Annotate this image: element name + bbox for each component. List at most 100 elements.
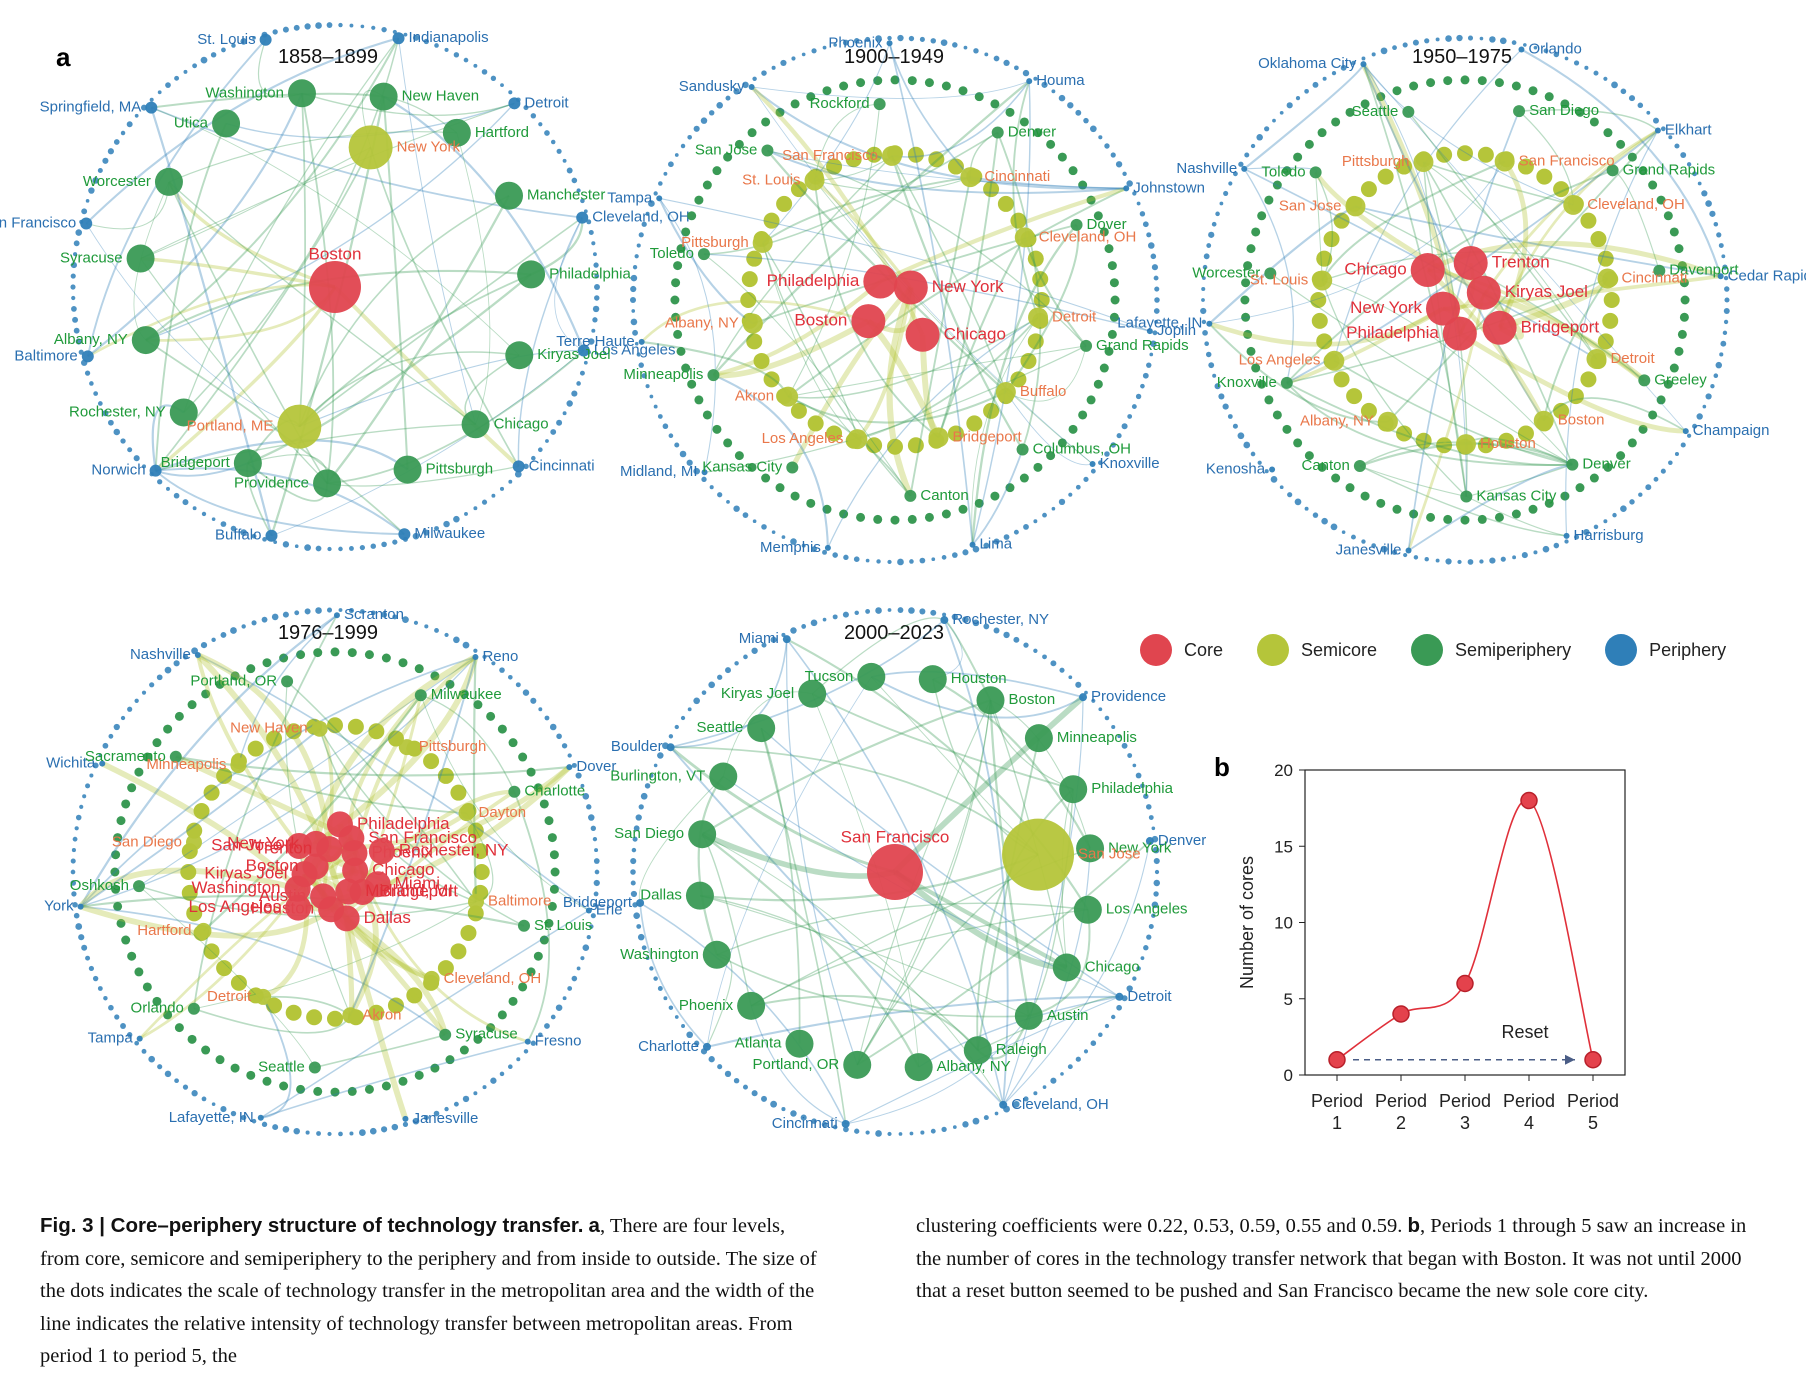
semicore-node xyxy=(185,834,202,851)
transfer-edge xyxy=(713,374,829,548)
semiperiphery-dot xyxy=(712,166,722,176)
city-label: San Francisco xyxy=(0,214,76,231)
transfer-edge xyxy=(1407,292,1486,551)
periphery-dot xyxy=(523,1049,529,1054)
semicore-dot xyxy=(887,438,903,455)
periphery-dot xyxy=(282,611,289,618)
periphery-dot xyxy=(919,608,926,615)
periphery-dot xyxy=(1211,221,1217,227)
city-label: Phoenix xyxy=(828,34,883,51)
semiperiphery-dot xyxy=(1241,312,1251,322)
semiperiphery-dot xyxy=(839,509,849,519)
periphery-dot xyxy=(1445,558,1452,565)
city-label: Midland, MI xyxy=(620,463,698,480)
semicore-dot xyxy=(1346,388,1363,405)
semiperiphery-dot xyxy=(1392,504,1402,514)
periphery-dot xyxy=(941,1126,947,1133)
semiperiphery-dot xyxy=(958,504,968,514)
semiperiphery-node xyxy=(126,244,155,273)
periphery-dot xyxy=(191,1090,198,1097)
periphery-dot xyxy=(631,847,637,853)
city-label: Reno xyxy=(482,648,518,665)
semiperiphery-dot xyxy=(1680,295,1690,305)
city-label: Miami xyxy=(395,874,440,893)
periphery-dot xyxy=(590,913,596,919)
transfer-edge xyxy=(760,727,801,1044)
city-label: Worcester xyxy=(1192,264,1260,281)
transfer-edge xyxy=(701,833,752,1006)
periphery-dot xyxy=(790,627,797,634)
periphery-dot xyxy=(752,76,757,81)
periphery-dot xyxy=(1098,135,1103,140)
periphery-dot xyxy=(931,557,936,562)
periphery-dot xyxy=(544,130,550,136)
transfer-edge xyxy=(787,104,881,397)
periphery-dot xyxy=(240,1114,247,1121)
periphery-dot xyxy=(127,447,133,453)
semiperiphery-dot xyxy=(398,658,408,668)
periphery-dot xyxy=(1202,329,1208,336)
periphery-dot xyxy=(463,57,469,63)
semiperiphery-node xyxy=(1638,374,1651,387)
periphery-dot xyxy=(781,1107,786,1112)
periphery-dot xyxy=(381,1126,388,1133)
periphery-dot xyxy=(571,390,578,397)
semiperiphery-dot xyxy=(1257,211,1267,221)
semicore-dot xyxy=(1517,158,1534,175)
transfer-edge xyxy=(1482,289,1647,383)
city-label: Midland, MI xyxy=(365,881,453,900)
periphery-dot xyxy=(1653,117,1659,124)
periphery-dot xyxy=(157,90,162,95)
data-point xyxy=(1328,1051,1346,1069)
transfer-edge xyxy=(175,755,467,815)
semiperiphery-node xyxy=(169,398,198,427)
periphery-dot xyxy=(887,35,892,41)
periphery-dot xyxy=(1201,319,1207,325)
periphery-dot xyxy=(843,1126,849,1133)
periphery-node xyxy=(81,350,94,363)
periphery-dot xyxy=(657,986,663,991)
semiperiphery-dot xyxy=(1603,128,1613,138)
periphery-dot xyxy=(1457,559,1462,565)
semiperiphery-dot xyxy=(873,76,883,86)
city-label: Denver xyxy=(1008,123,1056,140)
semicore-dot xyxy=(216,960,233,977)
periphery-dot xyxy=(338,22,343,28)
semiperiphery-dot xyxy=(113,833,123,843)
city-label: Johnstown xyxy=(1133,179,1205,196)
transfer-edge xyxy=(1005,224,1080,393)
periphery-dot xyxy=(482,1085,487,1090)
semiperiphery-dot xyxy=(723,152,733,162)
network-title-1: 1858–1899 xyxy=(277,46,379,68)
periphery-dot xyxy=(1003,59,1010,67)
transfer-edge xyxy=(193,1007,352,1034)
legend-label: Core xyxy=(1184,639,1224,660)
x-tick-label: 5 xyxy=(1588,1113,1598,1133)
semiperiphery-dot xyxy=(1107,329,1117,339)
periphery-dot xyxy=(75,229,83,236)
periphery-dot xyxy=(316,1131,321,1136)
semicore-dot xyxy=(460,924,477,941)
periphery-dot xyxy=(70,273,76,279)
city-label: Syracuse xyxy=(60,250,123,267)
periphery-dot xyxy=(832,552,838,558)
data-point xyxy=(1392,1005,1410,1023)
periphery-dot xyxy=(1713,221,1719,227)
periphery-dot xyxy=(1153,879,1161,887)
periphery-dot xyxy=(434,526,439,531)
periphery-dot xyxy=(580,198,585,204)
periphery-dot xyxy=(70,262,77,269)
semiperiphery-node xyxy=(707,369,720,382)
core-node xyxy=(1410,253,1445,288)
periphery-dot xyxy=(1722,264,1728,270)
periphery-dot xyxy=(1653,476,1659,482)
semiperiphery-dot xyxy=(941,81,951,91)
periphery-dot xyxy=(192,506,197,511)
periphery-dot xyxy=(593,879,600,887)
periphery-dot xyxy=(751,647,758,654)
periphery-dot xyxy=(801,624,807,629)
semiperiphery-node xyxy=(843,1050,872,1079)
periphery-dot xyxy=(865,558,870,563)
semiperiphery-dot xyxy=(111,850,121,860)
